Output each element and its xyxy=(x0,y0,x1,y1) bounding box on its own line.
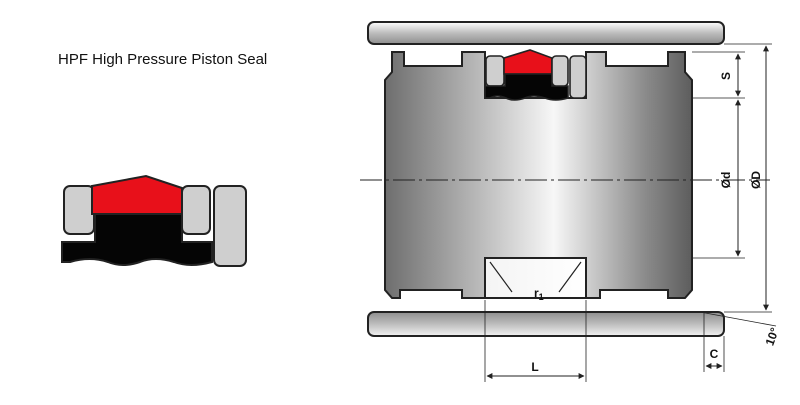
seal-cross-section xyxy=(61,174,247,267)
right-backup-ring xyxy=(181,185,211,235)
assembly-drawing: S Ød ØD 10° r1 L C xyxy=(360,21,782,382)
assembly-left-backup xyxy=(485,55,505,87)
black-energizer-ring xyxy=(61,213,213,266)
groove-chamfer-right xyxy=(558,261,582,293)
piston-body xyxy=(384,51,693,299)
diagram-title: HPF High Pressure Piston Seal xyxy=(58,51,267,68)
dimension-d-label: Ød xyxy=(719,172,733,189)
dimension-l-label: L xyxy=(531,360,538,374)
dimension-c-label: C xyxy=(710,347,719,361)
cylinder-bore-bottom xyxy=(367,311,725,337)
groove-chamfer-left xyxy=(489,261,513,293)
dimension-s-label: S xyxy=(719,72,733,80)
dimension-angle-label: 10° xyxy=(763,326,782,348)
cylinder-bore-top xyxy=(367,21,725,45)
assembly-right-backup xyxy=(551,55,569,87)
angle-line xyxy=(699,311,777,327)
assembly-guide-ring xyxy=(569,55,587,99)
dimension-r1-label: r1 xyxy=(534,286,544,302)
assembly-red-seal xyxy=(503,49,553,75)
assembly-energizer xyxy=(484,73,569,101)
left-backup-ring xyxy=(63,185,95,235)
guide-ring xyxy=(213,185,247,267)
red-sealing-ring xyxy=(91,174,183,215)
lower-groove xyxy=(484,257,587,299)
dimension-D-label: ØD xyxy=(749,171,763,189)
